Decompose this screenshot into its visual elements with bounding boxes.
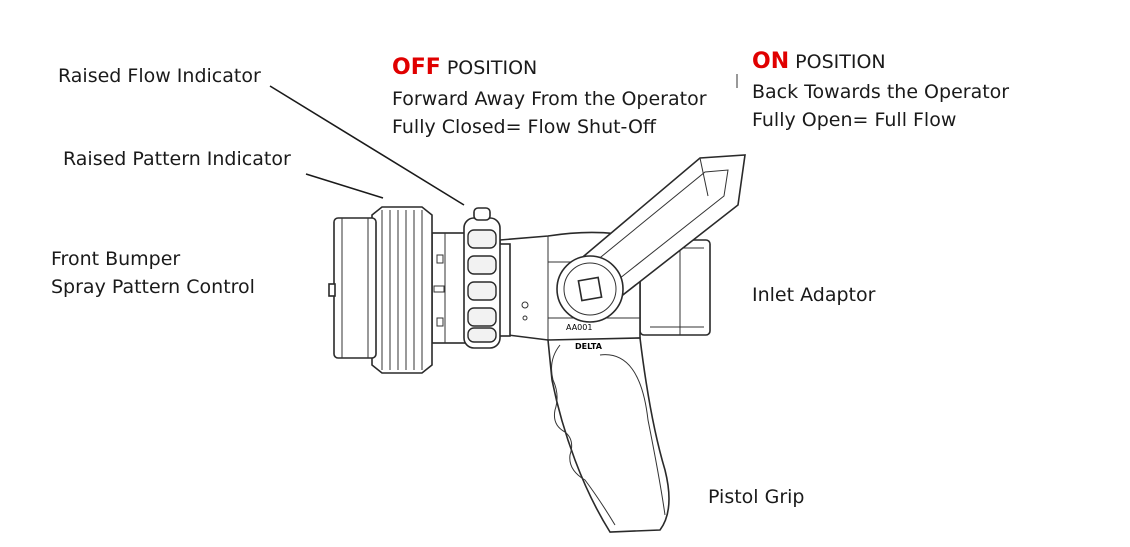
on-position-heading: ON POSITION xyxy=(752,48,886,76)
raised-pattern-indicator-label: Raised Pattern Indicator xyxy=(63,148,291,170)
on-line-1: Back Towards the Operator xyxy=(752,81,1010,103)
flow-control-ring xyxy=(463,207,501,349)
flow-indicator-leader xyxy=(269,85,465,206)
brand-stamp: DELTA xyxy=(575,342,603,351)
pattern-indicator-leader xyxy=(305,173,384,199)
pistol-grip: AA001 DELTA xyxy=(547,323,670,533)
off-keyword: OFF xyxy=(392,55,441,80)
off-position-word: POSITION xyxy=(446,57,538,79)
inlet-adaptor-label: Inlet Adaptor xyxy=(752,284,876,306)
shut-off-handle xyxy=(556,154,746,323)
on-line-2: Fully Open= Full Flow xyxy=(752,109,957,131)
off-line-2: Fully Closed= Flow Shut-Off xyxy=(392,116,656,138)
pattern-control-sleeve xyxy=(371,206,433,374)
spray-pattern-control-label: Spray Pattern Control xyxy=(51,276,255,298)
on-position-word: POSITION xyxy=(795,51,886,73)
model-stamp: AA001 xyxy=(566,323,592,332)
front-bumper xyxy=(328,217,377,359)
off-position-heading: OFF POSITION xyxy=(392,54,537,82)
front-bumper-label: Front Bumper xyxy=(51,248,181,270)
off-line-1: Forward Away From the Operator xyxy=(392,88,707,110)
pistol-grip-label: Pistol Grip xyxy=(708,486,805,508)
raised-flow-indicator-label: Raised Flow Indicator xyxy=(58,65,261,87)
on-keyword: ON xyxy=(752,49,790,74)
